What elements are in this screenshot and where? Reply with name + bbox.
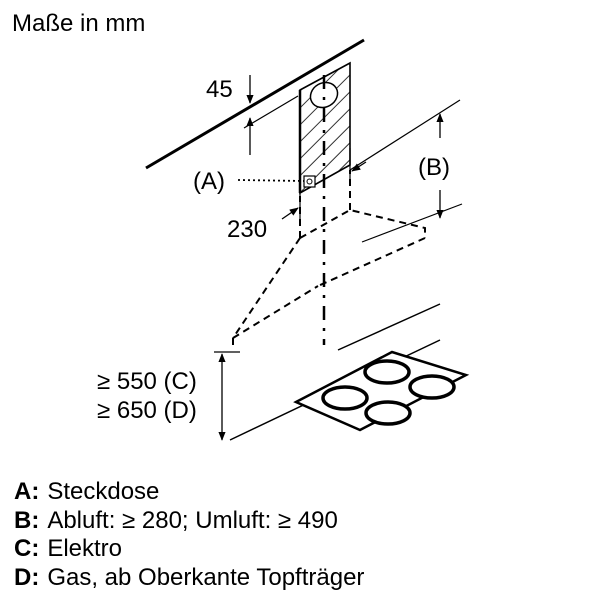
- diagram-title: Maße in mm: [12, 10, 145, 37]
- legend-text: Gas, ab Oberkante Topfträger: [47, 563, 365, 591]
- dimension-c-label: ≥ 550 (C): [97, 368, 197, 395]
- duct-opening: [309, 81, 339, 109]
- dimension-230: [281, 148, 367, 220]
- socket-leader: [237, 179, 305, 182]
- legend-key: C:: [14, 535, 40, 562]
- label-b: (B): [418, 154, 450, 181]
- legend-text: Elektro: [47, 535, 123, 562]
- label-a: (A): [193, 168, 225, 195]
- dimension-45: [243, 75, 299, 155]
- legend-key: B:: [14, 506, 40, 534]
- legend-item-c: C: Elektro: [14, 535, 364, 564]
- wall-line-upper: [349, 99, 461, 171]
- wall-line-lower: [361, 203, 463, 243]
- legend-text: Abluft: ≥ 280; Umluft: ≥ 490: [47, 506, 338, 534]
- legend-item-d: D:Gas, ab Oberkante Topfträger: [14, 564, 364, 593]
- socket-icon: [303, 175, 316, 188]
- dimension-45-label: 45: [206, 76, 233, 103]
- legend-key: A:: [14, 478, 40, 505]
- dimension-cd: [214, 351, 240, 441]
- hood-outline: [232, 170, 426, 350]
- dimension-d-label: ≥ 650 (D): [97, 397, 197, 424]
- legend: A: Steckdose B:Abluft: ≥ 280; Umluft: ≥ 4…: [14, 478, 364, 592]
- dimension-230-label: 230: [227, 216, 267, 243]
- legend-item-b: B:Abluft: ≥ 280; Umluft: ≥ 490: [14, 507, 364, 536]
- ceiling-line: [145, 38, 365, 170]
- legend-text: Steckdose: [47, 478, 160, 505]
- legend-key: D:: [14, 563, 40, 591]
- legend-item-a: A: Steckdose: [14, 478, 364, 507]
- cooktop: [229, 303, 470, 441]
